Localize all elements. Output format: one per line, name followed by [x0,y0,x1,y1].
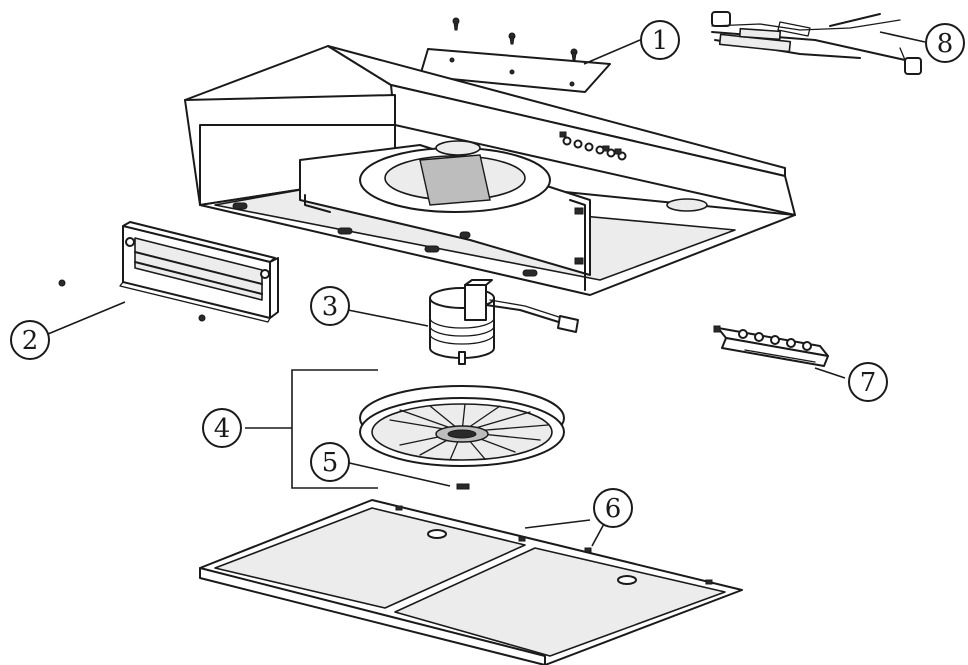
leader-1 [583,39,641,65]
callout-1: 1 [640,20,680,60]
harness-connector-right [904,57,922,75]
control-button-row [559,131,627,161]
callout-7: 7 [848,362,888,402]
control-switch-board [713,325,846,379]
leader-3 [347,309,429,327]
callout-5: 5 [310,442,350,482]
grease-filters [199,499,743,665]
callout-ring [310,286,350,326]
callout-ring [310,442,350,482]
filter-panel-right [394,547,726,657]
callout-ring [593,488,633,528]
callout-ring [925,23,965,63]
callout-number: 7 [860,368,877,398]
callout-2: 2 [10,320,50,360]
nut [344,461,470,490]
callout-number: 3 [322,292,339,322]
callout-number: 6 [605,494,622,524]
callout-6: 6 [593,488,633,528]
screw [58,279,66,287]
leader-8 [879,31,926,43]
callout-layer: 1 2 3 4 5 6 7 8 [10,20,965,528]
wiring-harness [711,11,922,75]
blower-motor [429,279,579,365]
fan-wheel [245,369,565,489]
callout-number: 2 [22,326,39,356]
filter-panel-left [214,507,526,609]
leader-2 [47,301,126,335]
motor-plug [557,315,579,333]
harness-connector-left [711,11,731,27]
callout-ring [640,20,680,60]
callout-number: 8 [937,29,954,59]
callout-4: 4 [202,408,242,448]
callout-3: 3 [310,286,350,326]
callout-ring [202,408,242,448]
callout-ring [848,362,888,402]
callout-number: 4 [214,414,231,444]
top-cover-plate [419,17,611,93]
callout-number: 5 [322,448,339,478]
range-hood-body [184,45,796,296]
callout-8: 8 [925,23,965,63]
callout-ring [10,320,50,360]
light-housing [58,221,279,323]
callout-number: 1 [652,26,669,56]
screw [198,314,206,322]
